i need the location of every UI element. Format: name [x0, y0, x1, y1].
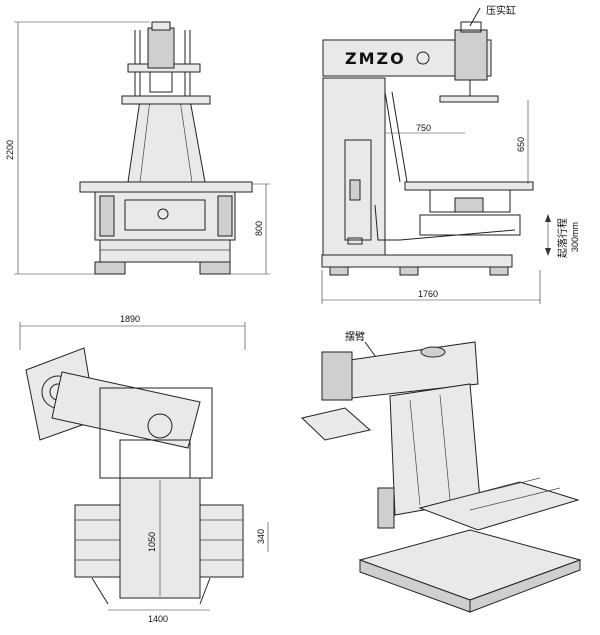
front-view: 2200 800 — [5, 21, 270, 275]
dim-top-base-width: 1400 — [148, 614, 168, 624]
logo-text: ZMZO — [345, 49, 406, 68]
dim-top-length: 1050 — [147, 532, 157, 552]
dim-top-side: 340 — [256, 529, 266, 544]
dim-side-width: 1760 — [418, 289, 438, 299]
label-stroke-value: 300mm — [570, 222, 580, 252]
top-view: 1890 1050 340 1400 — [19, 314, 269, 624]
label-swing-arm: 摆臂 — [345, 330, 365, 343]
dim-side-arm-height: 650 — [516, 137, 526, 152]
dim-front-table-height: 800 — [254, 221, 264, 236]
label-cylinder: 压实缸 — [486, 4, 516, 17]
isometric-view: 摆臂 — [300, 330, 582, 613]
dim-side-arm-reach: 750 — [416, 123, 431, 133]
dim-top-width: 1890 — [120, 314, 140, 324]
label-stroke: 起落行程 — [556, 218, 569, 258]
dim-front-height: 2200 — [5, 140, 15, 160]
side-view: ZMZO 压实缸 750 650 起落行程 300mm 1760 — [321, 4, 580, 304]
